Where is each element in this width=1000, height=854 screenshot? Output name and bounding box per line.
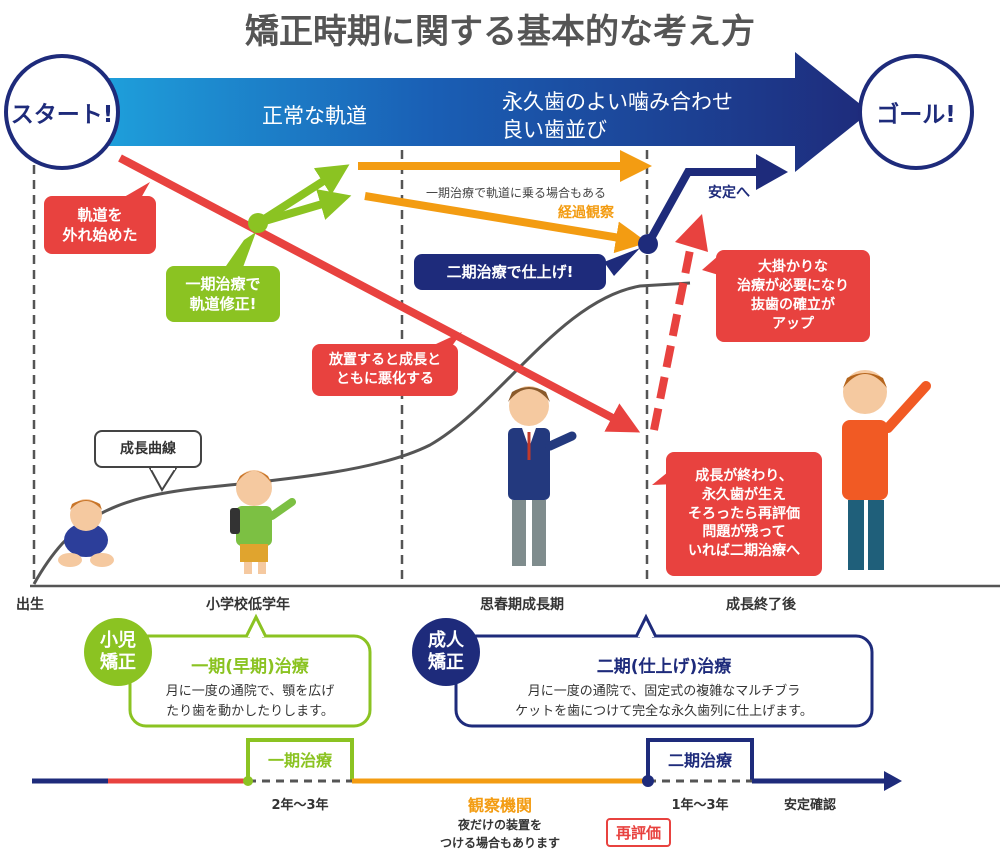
phase1-title: 一期(早期)治療 — [191, 657, 309, 677]
major-treatment-bubble: 大掛かりな 治療が必要になり 抜歯の確立が アップ — [716, 250, 870, 342]
phase2-finish-bubble: 二期治療で仕上げ! — [414, 254, 606, 290]
timeline-stability-check: 安定確認 — [784, 798, 837, 813]
timeline-phase1-duration: 2年〜3年 — [271, 798, 329, 813]
child-figure — [230, 470, 296, 574]
phase1-desc-line2: たり歯を動かしたりします。 — [166, 704, 334, 719]
stage-elementary: 小学校低学年 — [206, 597, 290, 613]
timeline-observation-label: 観察機関 — [467, 796, 532, 815]
worsens-bubble: 放置すると成長と ともに悪化する — [312, 344, 458, 396]
growth-curve — [32, 281, 691, 585]
phase1-fix-bubble: 一期治療で 軌道修正! — [166, 266, 280, 322]
timeline-observation-note1: 夜だけの装置を — [457, 818, 542, 832]
phase1-badge: 小児 矯正 — [84, 618, 152, 686]
goal-text-line2: 良い歯並び — [502, 118, 607, 142]
stable-label: 安定へ — [708, 185, 750, 201]
reevaluation-badge: 再評価 — [606, 818, 672, 847]
off-track-bubble: 軌道を 外れ始めた — [44, 196, 156, 254]
growth-curve-label: 成長曲線 — [94, 430, 202, 468]
page-title: 矯正時期に関する基本的な考え方 — [245, 12, 755, 52]
stage-birth: 出生 — [16, 597, 44, 613]
normal-path-label: 正常な軌道 — [262, 104, 367, 128]
stage-after-growth: 成長終了後 — [726, 597, 796, 613]
start-circle: スタート! — [4, 54, 120, 170]
phase2-title: 二期(仕上げ)治療 — [596, 657, 732, 677]
sometimes-on-track-note: 一期治療で軌道に乗る場合もある — [426, 186, 607, 200]
goal-circle: ゴール! — [858, 54, 974, 170]
banner-arrow — [70, 52, 870, 172]
phase2-badge: 成人 矯正 — [412, 618, 480, 686]
timeline-phase1-label: 一期治療 — [267, 751, 332, 770]
reevaluate-bubble: 成長が終わり、 永久歯が生え そろったら再評価 問題が残って いれば二期治療へ — [666, 452, 822, 576]
baby-figure — [58, 499, 114, 567]
teen-figure — [508, 386, 577, 566]
phase2-desc-line1: 月に一度の通院で、固定式の複雑なマルチブラ — [527, 684, 801, 699]
timeline-phase2-label: 二期治療 — [667, 751, 732, 770]
phase2-desc-line2: ケットを歯につけて完全な永久歯列に仕上げます。 — [515, 704, 813, 719]
observation-note: 経過観察 — [558, 205, 614, 221]
stage-puberty: 思春期成長期 — [480, 597, 564, 613]
adult-figure — [842, 370, 931, 570]
timeline-observation-note2: つける場合もあります — [439, 836, 560, 850]
goal-text-line1: 永久歯のよい噛み合わせ — [502, 90, 733, 114]
phase1-desc-line1: 月に一度の通院で、顎を広げ — [165, 684, 335, 699]
timeline-phase2-duration: 1年〜3年 — [671, 798, 729, 813]
